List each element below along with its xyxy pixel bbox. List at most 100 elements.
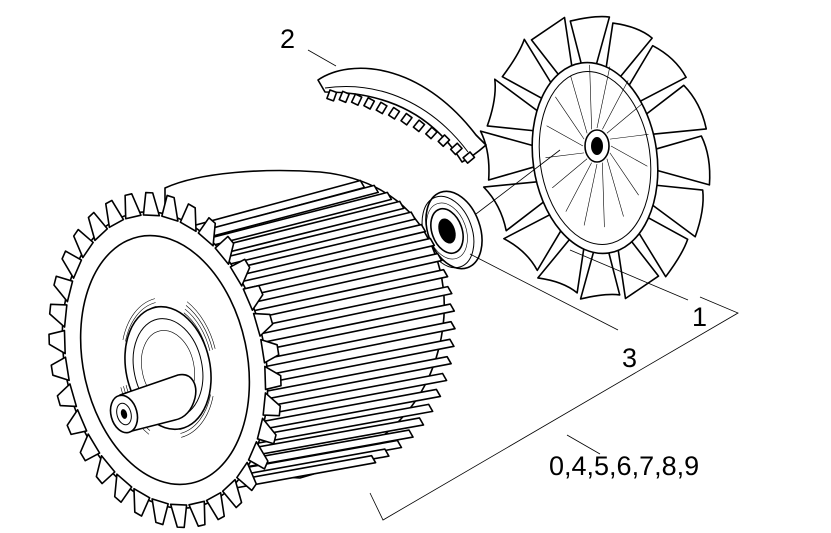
flange-tooth	[50, 356, 70, 382]
flange-tooth	[262, 392, 282, 417]
flange-tooth	[133, 487, 151, 517]
fan-blade	[486, 78, 541, 132]
fan-impeller	[479, 15, 711, 300]
flange-tooth	[197, 216, 217, 247]
flange-tooth	[61, 250, 83, 279]
fan-blades	[479, 15, 711, 300]
winding-line	[184, 308, 211, 351]
fan-blade	[643, 84, 708, 136]
strip-tooth	[387, 106, 401, 120]
fan-spoke	[606, 103, 642, 134]
flange-tooth	[188, 500, 206, 527]
fan-spoke	[602, 162, 605, 228]
strip-tooth	[449, 142, 463, 156]
fan-blade	[579, 247, 621, 300]
flange-tooth	[72, 228, 94, 259]
fan-blade	[479, 130, 538, 181]
flange-tooth	[247, 441, 269, 470]
leader-lines	[307, 49, 739, 521]
fan-spoke	[602, 80, 629, 130]
flange-tooth	[169, 503, 188, 529]
fan-blade	[626, 44, 687, 104]
flange-tooth	[48, 329, 66, 355]
rotor-front-fins	[48, 191, 282, 529]
fan-blade	[636, 215, 689, 278]
winding-line	[125, 302, 156, 342]
flange-tooth	[87, 211, 109, 242]
rotor-assembly	[48, 169, 456, 529]
flange-tooth	[221, 478, 243, 509]
winding-line	[185, 305, 213, 350]
fan-spoke	[546, 125, 584, 147]
fan-spoke	[570, 75, 588, 134]
fan-spoke	[552, 158, 588, 189]
fan-spokes	[545, 64, 649, 228]
flange-tooth	[205, 491, 226, 521]
fan-spoke	[609, 134, 649, 140]
ball-bearing	[421, 190, 483, 270]
fan-blade	[482, 180, 547, 232]
fan-spoke	[596, 66, 611, 129]
flange-tooth	[113, 473, 133, 504]
winding-line	[180, 394, 211, 434]
callout-2: 2	[280, 24, 295, 54]
fan-disc-rim	[538, 71, 652, 245]
fan-spoke	[610, 145, 648, 167]
fan-blade	[649, 184, 704, 238]
callout-rotor-group: 0,4,5,6,7,8,9	[549, 451, 699, 481]
strip-tooth	[462, 151, 476, 164]
fan-spoke	[606, 158, 624, 217]
flange-tooth	[161, 194, 179, 222]
strip-tooth	[375, 101, 388, 115]
callout-3: 3	[622, 343, 637, 373]
flange-tooth	[236, 461, 258, 492]
fan-spoke	[609, 152, 639, 196]
flange-tooth	[252, 312, 274, 337]
strip-teeth	[326, 89, 476, 164]
flange-tooth	[48, 303, 68, 328]
strip-tooth	[400, 112, 413, 126]
flange-tooth	[260, 338, 280, 364]
fan-blade	[652, 135, 711, 186]
strip-tooth	[412, 119, 426, 133]
fan-spoke	[565, 162, 592, 212]
fan-spoke	[583, 163, 598, 226]
winding-line	[186, 301, 216, 349]
flange-tooth	[95, 454, 116, 485]
strip-tooth	[338, 90, 350, 104]
flange-tooth	[179, 203, 197, 233]
flange-tooth	[66, 409, 88, 436]
flange-tooth	[124, 193, 142, 220]
fan-blade	[530, 16, 574, 79]
strip-tooth	[425, 126, 438, 140]
flange-tooth	[256, 417, 277, 445]
rotor-shaft	[119, 373, 197, 433]
strip-tooth	[437, 134, 451, 148]
curved-housing-strip	[317, 67, 487, 164]
winding-line	[122, 298, 155, 341]
fan-blade	[616, 237, 660, 300]
flange-tooth	[142, 191, 161, 217]
flange-tooth	[151, 498, 169, 526]
flange-tooth	[229, 258, 251, 287]
fan-spoke	[545, 152, 585, 158]
flange-tooth	[214, 235, 235, 266]
flange-tooth	[53, 275, 74, 303]
flange-tooth	[242, 284, 264, 311]
strip-tooth	[350, 93, 363, 106]
winding-line	[181, 395, 214, 438]
fan-blade	[503, 212, 564, 272]
fan-blade	[501, 38, 554, 101]
fan-spoke	[589, 64, 592, 130]
fan-hub-bore	[591, 137, 603, 155]
strip-tooth	[363, 96, 376, 110]
fan-spoke	[555, 96, 585, 140]
fan-blade	[569, 15, 611, 69]
fan-blade	[537, 235, 586, 294]
flange-tooth	[79, 433, 101, 462]
flange-tooth	[56, 383, 78, 408]
callout-1: 1	[692, 302, 707, 332]
flange-tooth	[264, 365, 282, 391]
strip-tooth	[326, 89, 338, 102]
